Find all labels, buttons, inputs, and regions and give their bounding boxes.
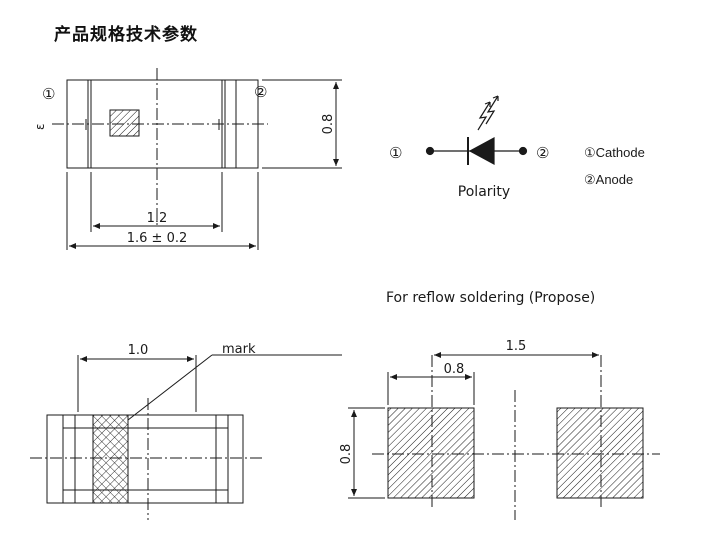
polarity-symbol — [425, 95, 528, 166]
bottom-width-dimension: 1.0 — [128, 343, 149, 358]
reflow-caption: For reflow soldering (Propose) — [386, 290, 595, 306]
reflow-footprint — [348, 352, 660, 520]
solder-pad-left — [387, 407, 475, 499]
pitch-dimension: 1.5 — [506, 339, 527, 354]
pad-width-dimension: 0.8 — [444, 362, 465, 377]
page-title: 产品规格技术参数 — [54, 25, 198, 45]
led-chip — [109, 109, 140, 137]
legend-anode: ②Anode — [584, 172, 633, 187]
pin2-label: ② — [254, 83, 267, 101]
side-mark: ε — [33, 124, 47, 131]
legend-cathode: ①Cathode — [584, 145, 645, 160]
top-view — [52, 68, 342, 250]
polarity-caption: Polarity — [458, 184, 510, 200]
cathode-mark — [92, 414, 129, 504]
outer-width-dimension: 1.6 ± 0.2 — [127, 231, 188, 246]
package-outline-bottom — [46, 414, 244, 504]
solder-pad-right — [556, 407, 644, 499]
inner-width-dimension: 1.2 — [147, 211, 168, 226]
polarity-pin2: ② — [536, 144, 549, 162]
pin1-label: ① — [42, 85, 55, 103]
polarity-pin1: ① — [389, 144, 402, 162]
height-dimension: 0.8 — [321, 114, 336, 135]
bottom-view — [30, 354, 342, 520]
mark-label: mark — [222, 342, 256, 357]
pad-height-dimension: 0.8 — [339, 444, 354, 465]
diode-triangle — [468, 136, 495, 166]
